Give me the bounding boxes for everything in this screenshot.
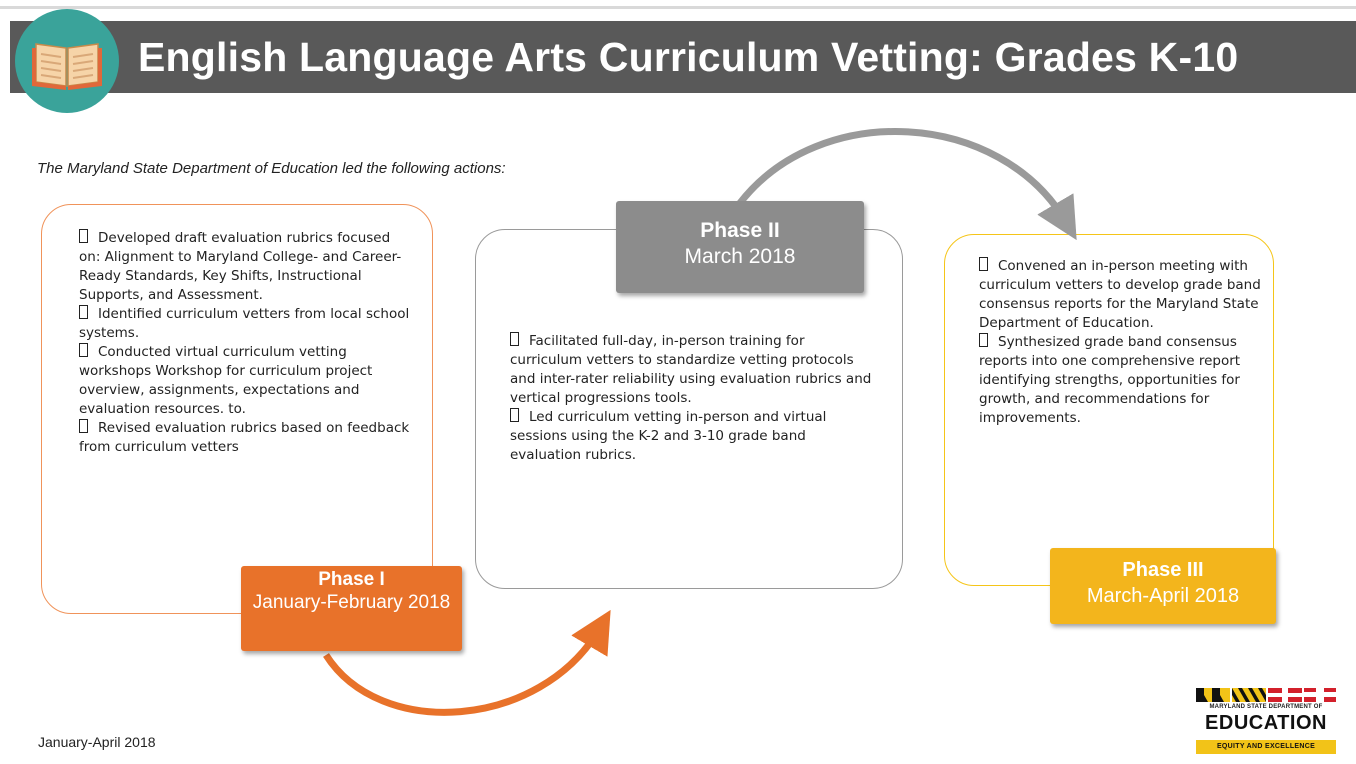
top-rule [0,6,1356,9]
checkbox-icon [979,333,988,347]
logo-tagline: EQUITY AND EXCELLENCE [1196,740,1336,754]
phase-2-date: March 2018 [684,245,796,268]
phase-3-card: Convened an in-person meeting with curri… [944,234,1274,586]
phase-1-title: Phase I [318,569,385,590]
logo-department-text: MARYLAND STATE DEPARTMENT OF [1209,704,1323,710]
open-book-icon [15,9,119,113]
checkbox-icon [79,419,88,433]
phase-2-bullets: Facilitated full-day, in-person training… [510,332,878,465]
list-item: Identified curriculum vetters from local… [79,305,410,341]
msde-logo: MARYLAND STATE DEPARTMENT OF EDUCATION E… [1194,686,1338,758]
intro-text: The Maryland State Department of Educati… [37,160,506,177]
footer-date: January-April 2018 [38,734,156,750]
phase-2-label: Phase II March 2018 [616,201,864,293]
phase-3-label: Phase III March-April 2018 [1050,548,1276,624]
phase-1-date: January-February 2018 [252,592,451,613]
list-item: Revised evaluation rubrics based on feed… [79,419,410,455]
phase-1-label: Phase I January-February 2018 [241,566,462,651]
checkbox-icon [979,257,988,271]
phase-3-bullets: Convened an in-person meeting with curri… [979,257,1271,428]
phase-3-date: March-April 2018 [1086,585,1240,607]
list-item: Conducted virtual curriculum vetting wor… [79,343,373,417]
list-item: Facilitated full-day, in-person training… [510,332,872,406]
checkbox-icon [79,305,88,319]
checkbox-icon [510,332,519,346]
checkbox-icon [79,229,88,243]
logo-main-text: EDUCATION [1205,712,1327,734]
maryland-flag-icon [1194,686,1338,704]
phase-2-title: Phase II [700,219,780,242]
phase-1-card: Developed draft evaluation rubrics focus… [41,204,433,614]
list-item: Led curriculum vetting in-person and vir… [510,408,827,463]
list-item: Synthesized grade band consensus reports… [979,333,1241,426]
checkbox-icon [510,408,519,422]
list-item: Convened an in-person meeting with curri… [979,257,1261,331]
list-item: Developed draft evaluation rubrics focus… [79,229,402,303]
phase-3-title: Phase III [1122,559,1204,581]
header-bar: English Language Arts Curriculum Vetting… [10,21,1356,93]
page-title: English Language Arts Curriculum Vetting… [138,34,1239,80]
phase-1-bullets: Developed draft evaluation rubrics focus… [79,229,411,457]
checkbox-icon [79,343,88,357]
